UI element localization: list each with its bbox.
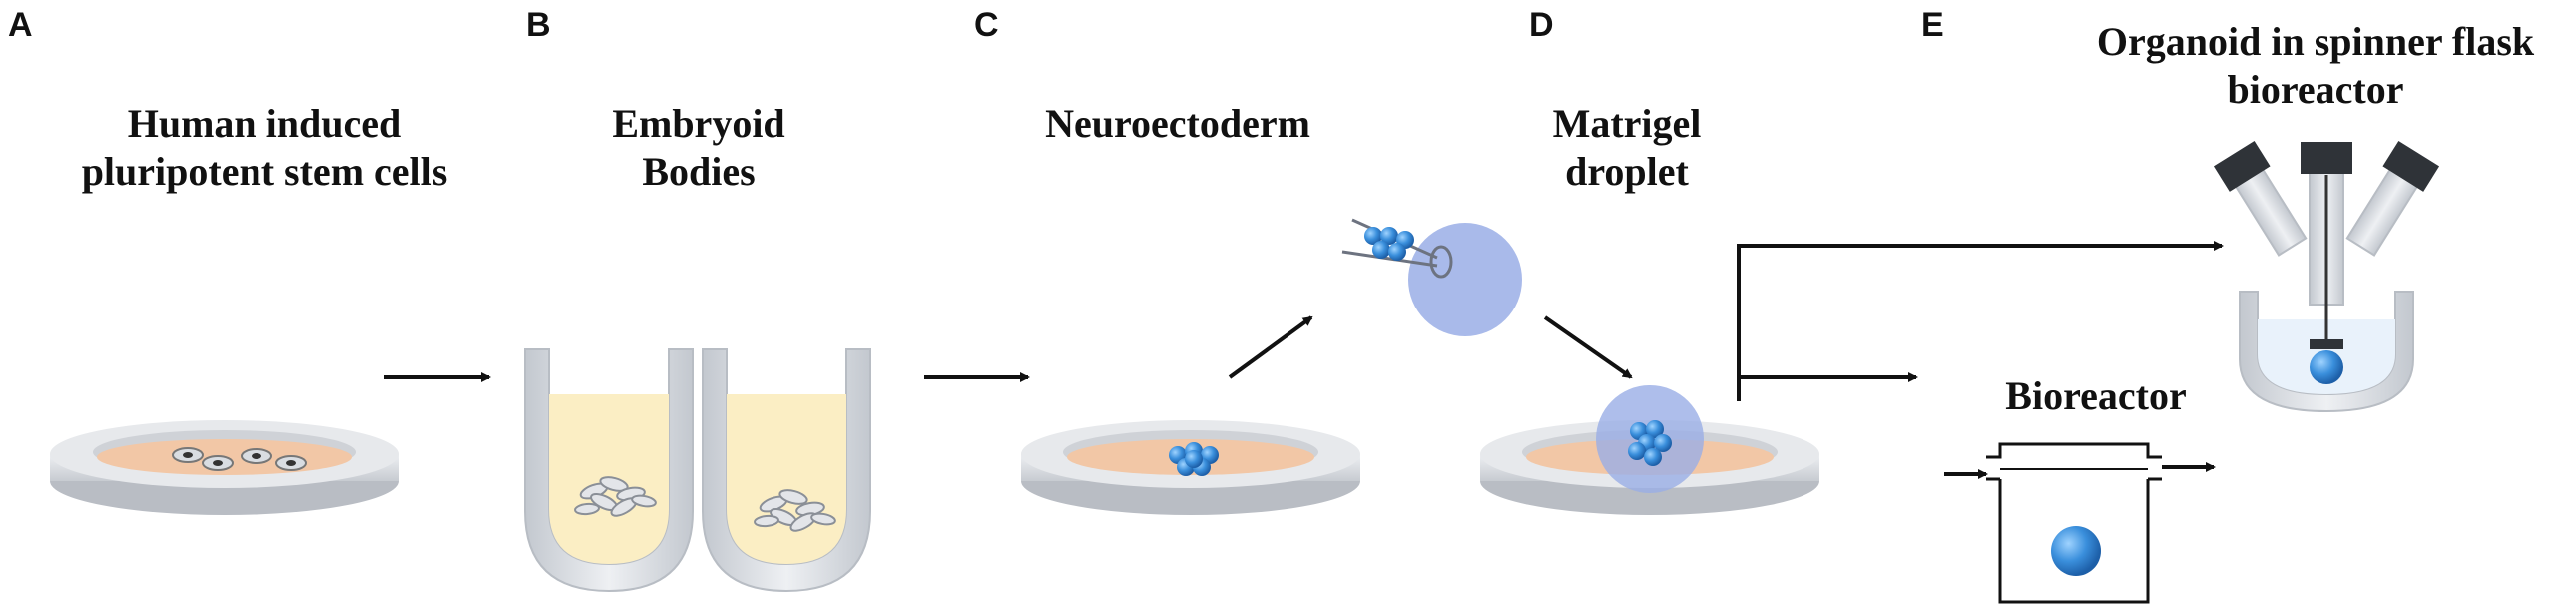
embryoid-body-cluster [574, 476, 836, 532]
u-bottom-well-icon [524, 348, 871, 593]
caption-c: Neuroectoderm [998, 100, 1357, 148]
caption-d-line-2: droplet [1565, 149, 1689, 194]
caption-a-line-1: Human induced [127, 101, 402, 146]
bioreactor-chamber-icon [1986, 442, 2162, 604]
caption-c-line-1: Neuroectoderm [1045, 101, 1310, 146]
caption-d-line-1: Matrigel [1552, 101, 1702, 146]
stem-cell-cluster [172, 447, 307, 471]
caption-b-line-2: Bodies [642, 149, 756, 194]
caption-e: Organoid in spinner flask bioreactor [2046, 18, 2576, 114]
panel-letter-c: C [974, 6, 999, 44]
panel-letter-d: D [1529, 6, 1554, 44]
panel-letter-e: E [1921, 6, 1944, 44]
caption-b-line-1: Embryoid [612, 101, 785, 146]
panel-letter-b: B [526, 6, 551, 44]
neuroectoderm-cluster [1169, 442, 1219, 476]
pipette-icon [1341, 218, 1522, 336]
bioreactor-label: Bioreactor [2005, 373, 2187, 418]
caption-a: Human induced pluripotent stem cells [50, 100, 479, 196]
arrow-pipette-to-d [1543, 315, 1633, 379]
panel-letter-a: A [8, 6, 33, 44]
spinner-flask-icon [2213, 140, 2440, 413]
matrigel-droplet [1596, 385, 1704, 493]
caption-e-line-1: Organoid in spinner flask [2096, 19, 2535, 64]
caption-a-line-2: pluripotent stem cells [81, 149, 448, 194]
branch-arrows [1737, 241, 2224, 401]
caption-e-line-2: bioreactor [2227, 67, 2404, 112]
caption-b: Embryoid Bodies [559, 100, 838, 196]
arrow-c-to-pipette [1228, 315, 1313, 379]
caption-d: Matrigel droplet [1497, 100, 1757, 196]
